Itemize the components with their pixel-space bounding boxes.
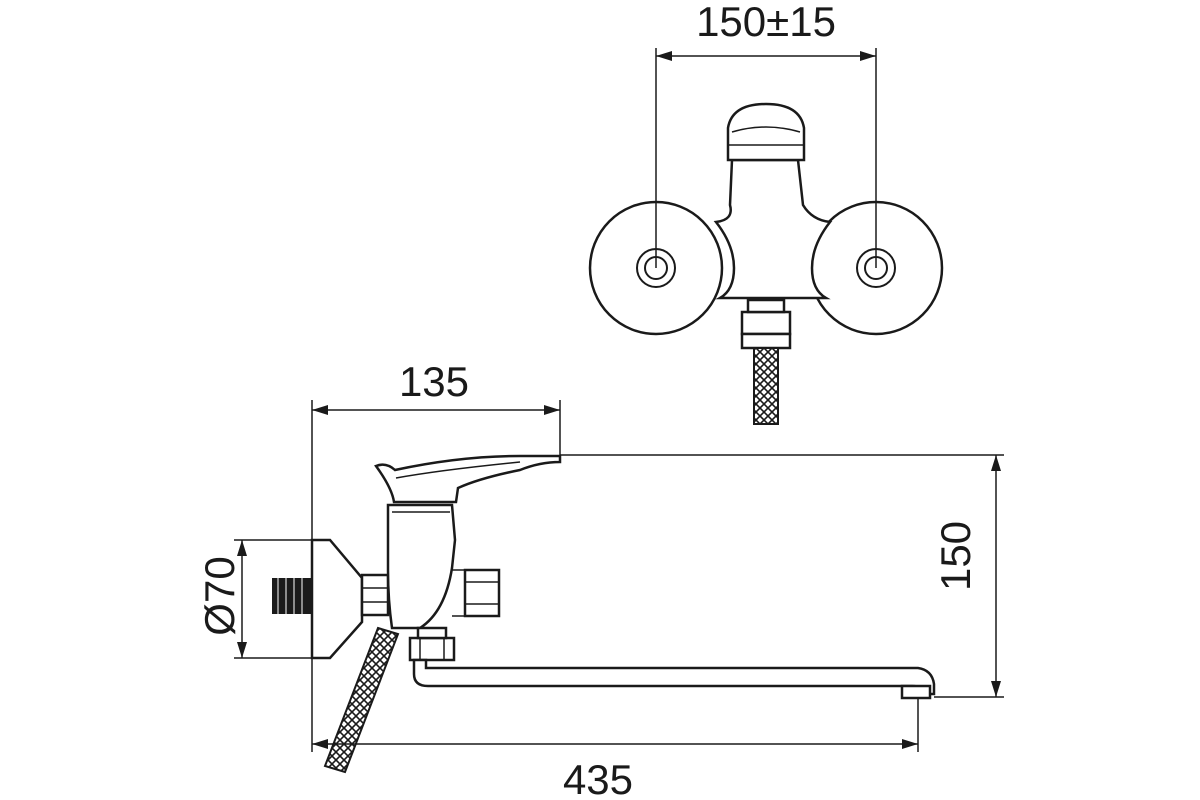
hose-side [323, 626, 400, 774]
front-view: 150±15 [588, 0, 944, 425]
wall-flange [310, 538, 364, 660]
side-view: 135 150 Ø70 435 [196, 358, 1004, 800]
lever-handle [374, 454, 562, 504]
hose-front [753, 347, 779, 425]
flange-diameter-label: Ø70 [196, 556, 243, 635]
overall-length-dimension: 435 [311, 658, 919, 800]
handle-reach-label: 135 [399, 358, 469, 405]
center-distance-label: 150±15 [696, 0, 836, 45]
threaded-inlet [272, 578, 312, 614]
mixer-body-side [386, 503, 457, 630]
center-distance-dimension: 150±15 [655, 0, 877, 268]
side-connector [463, 568, 501, 618]
overall-length-label: 435 [563, 756, 633, 800]
mixer-body-front [713, 158, 833, 300]
eccentric-connector [360, 573, 390, 617]
aerator [900, 684, 932, 700]
height-label: 150 [932, 521, 979, 591]
spout-nut [408, 636, 456, 662]
hose-nut-front [740, 310, 792, 336]
handle-front [726, 102, 806, 162]
flange-diameter-dimension: Ø70 [196, 539, 312, 659]
height-dimension: 150 [560, 454, 1004, 698]
handle-reach-dimension: 135 [311, 358, 561, 540]
spout [412, 658, 936, 696]
